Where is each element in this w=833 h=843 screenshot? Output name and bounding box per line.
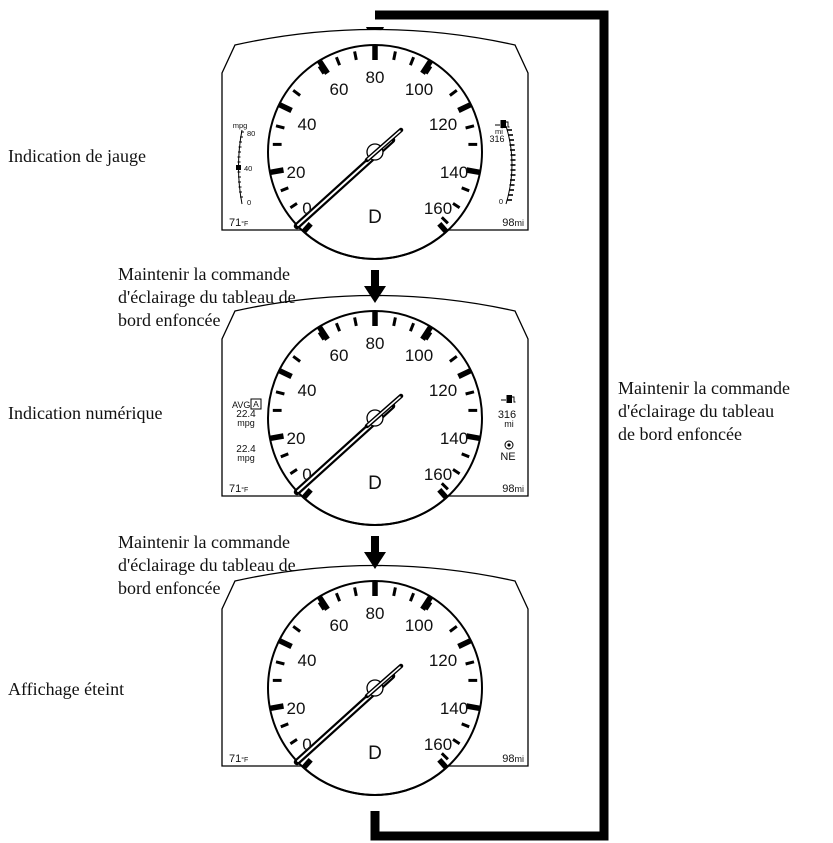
loop-instruction-line3: de bord enfoncée [618, 424, 742, 444]
loop-instruction-line2: d'éclairage du tableau [618, 401, 775, 421]
gear-indicator: D [368, 743, 382, 764]
tick-label-80: 80 [366, 334, 385, 353]
loop-path [370, 10, 609, 841]
range-unit-small: mi [495, 127, 503, 136]
tick-label-120: 120 [429, 115, 457, 134]
cluster-panel-gauge: 0 20 40 60 80 100 120 140 160 D mp [222, 30, 528, 260]
avg-badge: A [253, 399, 259, 409]
mode-label-off: Affichage éteint [8, 679, 125, 699]
tick-label-60: 60 [330, 616, 349, 635]
tick-label-140: 140 [440, 429, 468, 448]
odometer-unit: mi [515, 218, 525, 228]
tick-label-140: 140 [440, 699, 468, 718]
svg-text:71°F: 71°F [229, 483, 248, 495]
step-arrow-1-icon [364, 270, 386, 303]
tick-label-60: 60 [330, 80, 349, 99]
svg-text:98mi: 98mi [502, 217, 524, 229]
temp-value: 71 [229, 217, 241, 229]
avg-mpg-value: 22.4 [236, 409, 256, 420]
tick-label-0: 0 [302, 199, 311, 218]
loop-instruction: Maintenir la commande d'éclairage du tab… [618, 377, 833, 446]
cur-mpg-unit: mpg [237, 453, 255, 463]
tick-label-40: 40 [298, 115, 317, 134]
tick-label-160: 160 [424, 199, 452, 218]
odometer-unit: mi [515, 754, 525, 764]
tick-label-40: 40 [298, 381, 317, 400]
avg-mpg-unit: mpg [237, 418, 255, 428]
mpg-tick-0: 0 [247, 198, 251, 207]
tick-label-20: 20 [287, 163, 306, 182]
tick-label-60: 60 [330, 346, 349, 365]
mpg-unit-label: mpg [233, 121, 248, 130]
mode-label-numeric: Indication numérique [8, 403, 163, 423]
tick-label-100: 100 [405, 346, 433, 365]
temp-value: 71 [229, 483, 241, 495]
tick-label-100: 100 [405, 616, 433, 635]
step-instruction-1-line3: bord enfoncée [118, 310, 221, 330]
tick-label-160: 160 [424, 465, 452, 484]
tick-label-80: 80 [366, 604, 385, 623]
tick-label-20: 20 [287, 699, 306, 718]
compass-heading: NE [500, 451, 515, 463]
step-instruction-1-line1: Maintenir la commande [118, 264, 290, 284]
step-instruction-1: Maintenir la commande d'éclairage du tab… [118, 263, 358, 332]
avg-label: AVG [232, 400, 250, 410]
tick-label-160: 160 [424, 735, 452, 754]
svg-text:71°F: 71°F [229, 217, 248, 229]
tick-label-140: 140 [440, 163, 468, 182]
temp-unit: °F [241, 220, 248, 228]
tick-label-100: 100 [405, 80, 433, 99]
range-max-value: 316 [489, 134, 504, 144]
tick-label-120: 120 [429, 381, 457, 400]
avg-badge-box [250, 398, 262, 410]
tick-label-40: 40 [298, 651, 317, 670]
loop-instruction-line1: Maintenir la commande [618, 378, 790, 398]
range-sub-gauge: mi 316 0 [489, 119, 516, 206]
odometer-value: 98 [502, 483, 514, 495]
temp-value: 71 [229, 753, 241, 765]
tick-label-0: 0 [302, 735, 311, 754]
mpg-tick-80: 80 [247, 129, 255, 138]
gear-indicator: D [368, 207, 382, 228]
temp-unit: °F [241, 756, 248, 764]
step-instruction-2-line2: d'éclairage du tableau de [118, 555, 296, 575]
svg-text:98mi: 98mi [502, 483, 524, 495]
odometer-value: 98 [502, 753, 514, 765]
odometer-value: 98 [502, 217, 514, 229]
mpg-tick-40: 40 [244, 164, 252, 173]
mpg-sub-gauge: mpg 80 40 0 [233, 121, 256, 207]
range-value: 316 [498, 409, 516, 421]
cluster-panel-numeric: 0 20 40 60 80 100 120 140 160 D AVG A 22… [222, 296, 528, 526]
svg-text:98mi: 98mi [502, 753, 524, 765]
step-instruction-2: Maintenir la commande d'éclairage du tab… [118, 531, 358, 600]
step-instruction-2-line1: Maintenir la commande [118, 532, 290, 552]
temp-unit: °F [241, 486, 248, 494]
step-instruction-1-line2: d'éclairage du tableau de [118, 287, 296, 307]
tick-label-0: 0 [302, 465, 311, 484]
cluster-panel-off: 0 20 40 60 80 100 120 140 160 D 71°F 98m… [222, 566, 528, 796]
range-unit: mi [504, 419, 514, 429]
gear-indicator: D [368, 473, 382, 494]
mode-label-gauge: Indication de jauge [8, 146, 146, 166]
step-arrow-2-icon [364, 536, 386, 569]
cur-mpg-value: 22.4 [236, 444, 256, 455]
tick-label-80: 80 [366, 68, 385, 87]
step-instruction-2-line3: bord enfoncée [118, 578, 221, 598]
tick-label-120: 120 [429, 651, 457, 670]
tick-label-20: 20 [287, 429, 306, 448]
range-min-value: 0 [499, 197, 503, 206]
odometer-unit: mi [515, 484, 525, 494]
svg-text:71°F: 71°F [229, 753, 248, 765]
